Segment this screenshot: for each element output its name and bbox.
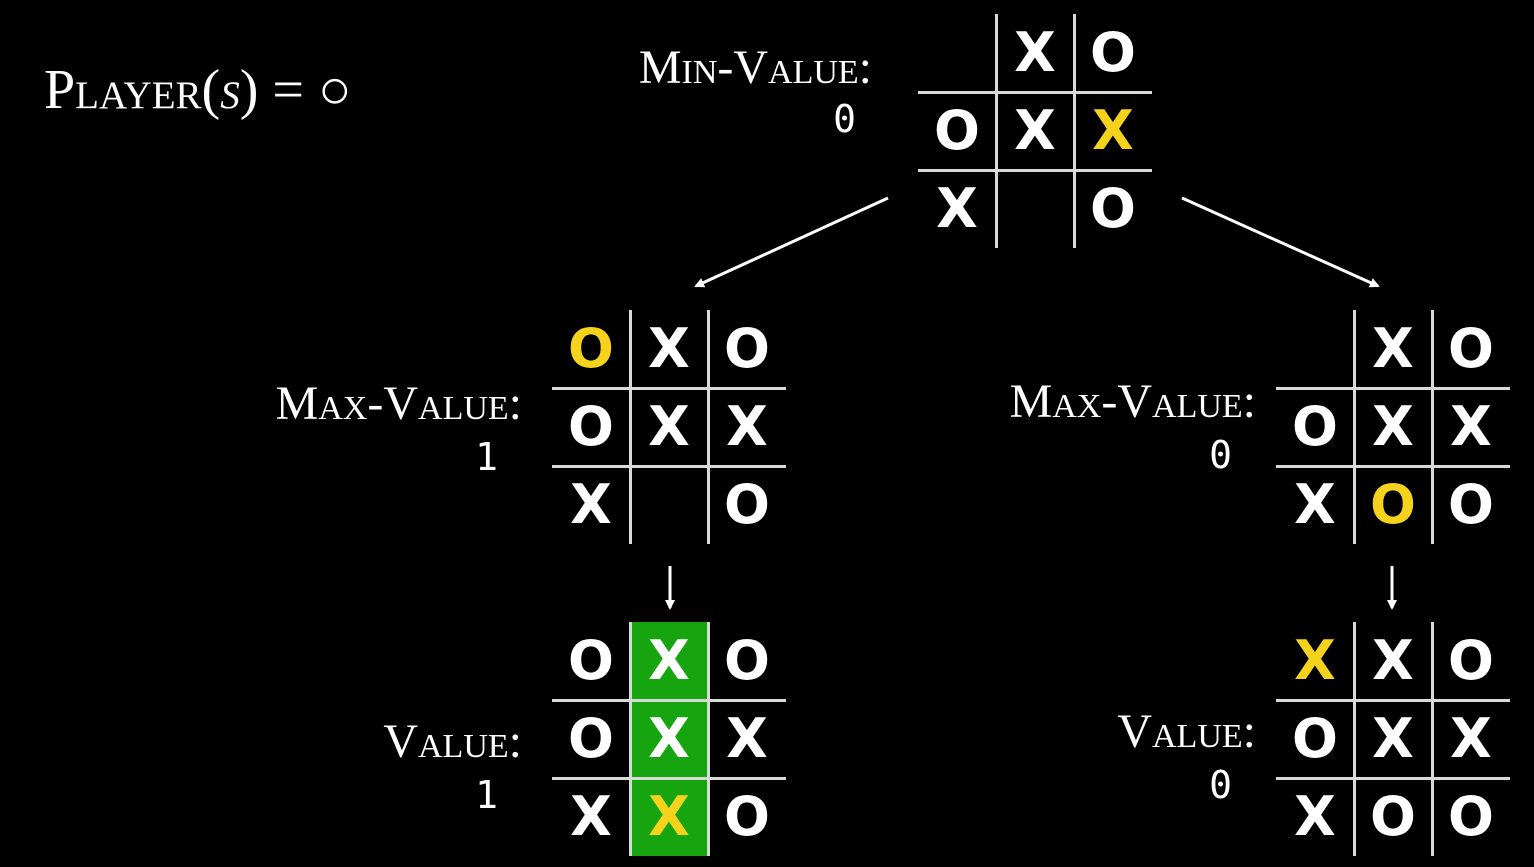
grid-line-vertical [1430, 310, 1434, 544]
grid-line-horizontal [918, 168, 1152, 172]
board-cell-1: X [648, 317, 690, 380]
winning-column-highlight [630, 622, 708, 856]
board-cell-3: O [934, 99, 980, 162]
right-bottom-label: Value: [1117, 705, 1256, 758]
left-mid-value: 1 [475, 435, 498, 479]
board-cell-5: X [1450, 395, 1492, 458]
root-label: Min-Value: [638, 41, 872, 94]
board-cell-4: X [648, 395, 690, 458]
board-cell-1: X [1372, 629, 1414, 692]
grid-line-horizontal [1276, 386, 1510, 390]
arrow-root-to-right [1181, 196, 1380, 288]
right-mid-value: 0 [1209, 433, 1232, 477]
grid-line-horizontal [1276, 698, 1510, 702]
board-cell-4: X [1372, 707, 1414, 770]
left-bottom-label: Value: [383, 715, 522, 768]
board-cell-6: X [570, 785, 612, 848]
grid-line-horizontal [552, 464, 786, 468]
player-label-suffix: ) = ○ [239, 59, 352, 121]
board-cell-3: O [568, 707, 614, 770]
board-cell-5: X [726, 707, 768, 770]
root-value: 0 [833, 97, 856, 141]
board-cell-3: O [568, 395, 614, 458]
board-cell-2: O [724, 317, 770, 380]
right-bottom-value: 0 [1209, 763, 1232, 807]
board-cell-2: O [1448, 629, 1494, 692]
board-cell-0: X [1294, 629, 1336, 692]
left-bottom-value: 1 [475, 773, 498, 817]
board-cell-8: O [1448, 785, 1494, 848]
board-cell-2: O [724, 629, 770, 692]
board-cell-5: X [726, 395, 768, 458]
board-cell-2: O [1090, 21, 1136, 84]
board-cell-5: X [1450, 707, 1492, 770]
grid-line-vertical [628, 310, 632, 544]
grid-line-vertical [628, 622, 632, 856]
board-cell-6: X [1294, 473, 1336, 536]
left-mid-label: Max-Value: [275, 377, 522, 430]
grid-line-vertical [1352, 310, 1356, 544]
grid-line-horizontal [918, 90, 1152, 94]
board-cell-3: O [1292, 395, 1338, 458]
grid-line-horizontal [552, 386, 786, 390]
board-cell-4: X [1372, 395, 1414, 458]
grid-line-horizontal [552, 698, 786, 702]
board-cell-1: X [648, 629, 690, 692]
board-cell-7: X [648, 785, 690, 848]
board-cell-4: X [648, 707, 690, 770]
grid-line-vertical [1352, 622, 1356, 856]
arrow-root-to-left [694, 196, 889, 288]
board-cell-6: X [936, 177, 978, 240]
board-cell-7: O [1370, 785, 1416, 848]
player-label: Player(s) = ○ [44, 62, 352, 118]
board-cell-0: O [568, 629, 614, 692]
player-label-state-var: s [220, 59, 240, 121]
board-cell-8: O [1448, 473, 1494, 536]
board-cell-0: O [568, 317, 614, 380]
grid-line-vertical [706, 310, 710, 544]
grid-line-vertical [1072, 14, 1076, 248]
board-cell-8: O [1090, 177, 1136, 240]
board-cell-7: O [1370, 473, 1416, 536]
board-cell-2: O [1448, 317, 1494, 380]
board-cell-5: X [1092, 99, 1134, 162]
board-cell-3: O [1292, 707, 1338, 770]
grid-line-horizontal [1276, 776, 1510, 780]
right-mid-label: Max-Value: [1009, 375, 1256, 428]
board-cell-6: X [570, 473, 612, 536]
board-cell-1: X [1372, 317, 1414, 380]
board-cell-8: O [724, 473, 770, 536]
board-cell-1: X [1014, 21, 1056, 84]
grid-line-horizontal [552, 776, 786, 780]
grid-line-vertical [994, 14, 998, 248]
board-cell-8: O [724, 785, 770, 848]
grid-line-vertical [706, 622, 710, 856]
player-label-prefix: Player( [44, 59, 221, 121]
board-cell-4: X [1014, 99, 1056, 162]
grid-line-horizontal [1276, 464, 1510, 468]
board-cell-6: X [1294, 785, 1336, 848]
grid-line-vertical [1430, 622, 1434, 856]
